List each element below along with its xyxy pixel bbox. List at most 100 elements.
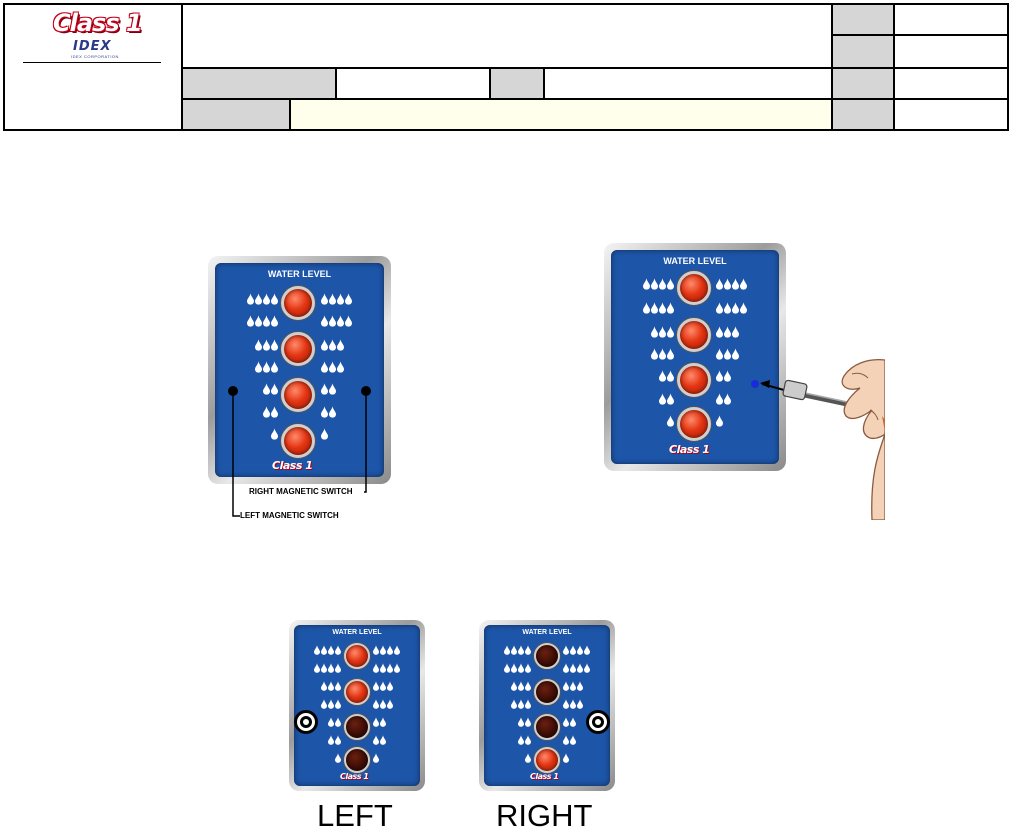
water-droplet-icon <box>740 278 747 290</box>
water-droplet-icon <box>321 681 327 691</box>
water-droplet-icon <box>380 645 386 655</box>
label-cell-r3c <box>833 69 895 100</box>
water-droplet-icon <box>387 681 393 691</box>
water-droplet-icon <box>373 735 379 745</box>
water-droplet-icon <box>387 663 393 673</box>
water-droplet-icon <box>525 753 531 763</box>
water-droplet-icon <box>271 406 278 418</box>
water-droplet-icon <box>255 293 262 305</box>
value-cell-r1 <box>895 5 1007 36</box>
water-droplet-icon <box>380 681 386 691</box>
value-cell-r3b <box>545 69 833 100</box>
water-droplet-icon <box>329 361 336 373</box>
water-droplet-icon <box>659 393 666 405</box>
water-droplet-icon <box>563 699 569 709</box>
water-droplet-icon <box>255 315 262 327</box>
water-droplet-icon <box>570 645 576 655</box>
water-droplet-icon <box>394 645 400 655</box>
level-led <box>677 407 711 441</box>
water-droplet-icon <box>667 393 674 405</box>
water-droplet-icon <box>271 293 278 305</box>
panel-face: WATER LEVEL Class 1 <box>215 263 384 477</box>
label-cell-r1 <box>833 5 895 36</box>
water-level-title: WATER LEVEL <box>267 269 332 279</box>
document-header-table: Class 1 IDEX IDEX CORPORATION <box>3 3 1009 131</box>
water-droplet-icon <box>335 717 341 727</box>
water-droplet-icon <box>518 717 524 727</box>
water-droplet-icon <box>518 699 524 709</box>
water-droplet-icon <box>651 278 658 290</box>
water-droplet-icon <box>525 663 531 673</box>
water-droplet-icon <box>335 663 341 673</box>
water-droplet-icon <box>321 663 327 673</box>
water-droplet-icon <box>321 339 328 351</box>
label-cell-r2 <box>833 36 895 69</box>
water-droplet-icon <box>511 681 517 691</box>
water-droplet-icon <box>321 428 328 440</box>
water-droplet-icon <box>651 302 658 314</box>
panel-brand-logo: Class 1 <box>669 443 710 456</box>
left-state-caption: LEFT <box>317 798 393 833</box>
water-droplet-icon <box>373 663 379 673</box>
water-droplet-icon <box>328 699 334 709</box>
panel-face: WATER LEVEL Class 1 <box>294 625 420 786</box>
water-droplet-icon <box>337 293 344 305</box>
water-droplet-icon <box>724 302 731 314</box>
water-droplet-icon <box>643 302 650 314</box>
water-droplet-icon <box>321 645 327 655</box>
water-droplet-icon <box>328 645 334 655</box>
water-droplet-icon <box>577 699 583 709</box>
value-cell-r2 <box>895 36 1007 69</box>
water-droplet-icon <box>271 315 278 327</box>
water-droplet-icon <box>732 326 739 338</box>
water-droplet-icon <box>667 348 674 360</box>
water-droplet-icon <box>563 753 569 763</box>
idex-corporation-text: IDEX CORPORATION <box>71 54 119 59</box>
level-led <box>281 286 315 320</box>
water-droplet-icon <box>329 293 336 305</box>
water-droplet-icon <box>247 315 254 327</box>
water-droplet-icon <box>321 383 328 395</box>
water-droplet-icon <box>511 645 517 655</box>
water-droplet-icon <box>584 663 590 673</box>
panel-brand-logo: Class 1 <box>530 772 559 781</box>
water-droplet-icon <box>570 681 576 691</box>
water-droplet-icon <box>577 681 583 691</box>
water-droplet-icon <box>255 339 262 351</box>
water-droplet-icon <box>659 370 666 382</box>
water-droplet-icon <box>716 370 723 382</box>
water-droplet-icon <box>337 315 344 327</box>
value-cell-r4a <box>291 100 833 129</box>
level-led <box>344 747 370 773</box>
water-droplet-icon <box>570 663 576 673</box>
water-level-panel-callouts: WATER LEVEL Class 1 <box>208 256 391 484</box>
water-droplet-icon <box>373 645 379 655</box>
water-droplet-icon <box>511 699 517 709</box>
water-level-title: WATER LEVEL <box>332 629 382 636</box>
water-droplet-icon <box>740 302 747 314</box>
water-droplet-icon <box>373 753 379 763</box>
water-droplet-icon <box>387 645 393 655</box>
water-droplet-icon <box>570 717 576 727</box>
water-droplet-icon <box>716 278 723 290</box>
level-led <box>677 363 711 397</box>
water-droplet-icon <box>518 735 524 745</box>
water-droplet-icon <box>263 315 270 327</box>
label-cell-r4a <box>183 100 291 129</box>
water-droplet-icon <box>337 361 344 373</box>
water-droplet-icon <box>329 383 336 395</box>
water-droplet-icon <box>328 681 334 691</box>
level-led <box>344 679 370 705</box>
water-droplet-icon <box>716 415 723 427</box>
water-droplet-icon <box>716 302 723 314</box>
water-droplet-icon <box>732 348 739 360</box>
level-led <box>534 679 560 705</box>
water-droplet-icon <box>329 339 336 351</box>
water-droplet-icon <box>504 645 510 655</box>
idex-logo: IDEX <box>73 39 112 54</box>
logo-cell: Class 1 IDEX IDEX CORPORATION <box>5 5 183 129</box>
water-droplet-icon <box>321 315 328 327</box>
water-droplet-icon <box>667 415 674 427</box>
water-droplet-icon <box>337 339 344 351</box>
